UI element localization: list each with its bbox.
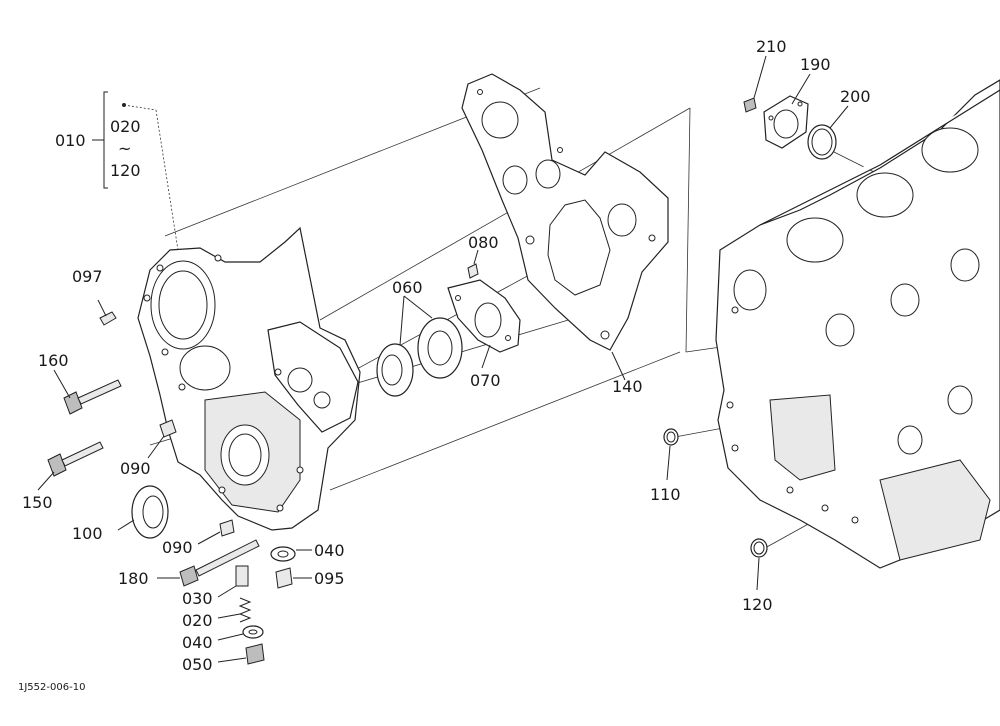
relief-valve-030	[217, 565, 249, 598]
callout-070: 070	[470, 371, 501, 390]
callout-040-lower: 040	[182, 633, 213, 652]
callout-120: 120	[742, 595, 773, 614]
oil-seal-100	[117, 485, 169, 539]
callout-080: 080	[468, 233, 499, 252]
callout-190: 190	[800, 55, 831, 74]
oil-pump-rotors-060	[376, 295, 463, 397]
callout-095: 095	[314, 569, 345, 588]
o-ring-120	[750, 538, 768, 591]
callout-210: 210	[756, 37, 787, 56]
callout-040-upper: 040	[314, 541, 345, 560]
callout-090-upper: 090	[120, 459, 151, 478]
callout-bracket-010	[92, 91, 179, 251]
o-ring-110	[663, 428, 679, 481]
callout-200: 200	[840, 87, 871, 106]
cover-plate-190	[763, 73, 811, 149]
callout-180: 180	[118, 569, 149, 588]
callout-050: 050	[182, 655, 213, 674]
washer-040-lower	[217, 625, 264, 641]
oil-pump-cover-070	[447, 279, 521, 369]
callout-097: 097	[72, 267, 103, 286]
spring-020	[217, 597, 252, 623]
plug-095	[275, 567, 312, 589]
screw-080	[467, 249, 479, 279]
washer-040-upper	[270, 546, 312, 562]
callout-030: 030	[182, 589, 213, 608]
bolt-180	[157, 539, 260, 587]
callout-120-range-end: 120	[110, 161, 141, 180]
callout-150: 150	[22, 493, 53, 512]
stud-097	[97, 299, 117, 326]
callout-110: 110	[650, 485, 681, 504]
bolt-160	[53, 369, 122, 415]
bolt-150	[37, 441, 104, 491]
engine-block	[715, 79, 1000, 569]
plug-090-upper	[147, 419, 177, 459]
o-ring-200	[807, 105, 849, 160]
callout-020: 020	[182, 611, 213, 630]
callout-100: 100	[72, 524, 103, 543]
plug-090-lower	[197, 519, 235, 545]
callout-range-tilde: ~	[118, 139, 131, 158]
gear-case-plate-140	[461, 73, 669, 381]
callout-090-lower: 090	[162, 538, 193, 557]
callout-010: 010	[55, 131, 86, 150]
gear-case-assembly	[137, 226, 361, 531]
callout-020-range-start: 020	[110, 117, 141, 136]
drawing-code: 1J552-006-10	[18, 682, 85, 693]
callout-labels: 010 020 ~ 120 097 160 150 090 100 090 18…	[18, 37, 871, 693]
bolt-210	[743, 55, 767, 113]
callout-160: 160	[38, 351, 69, 370]
plug-050	[217, 643, 265, 665]
callout-060: 060	[392, 278, 423, 297]
callout-140: 140	[612, 377, 643, 396]
